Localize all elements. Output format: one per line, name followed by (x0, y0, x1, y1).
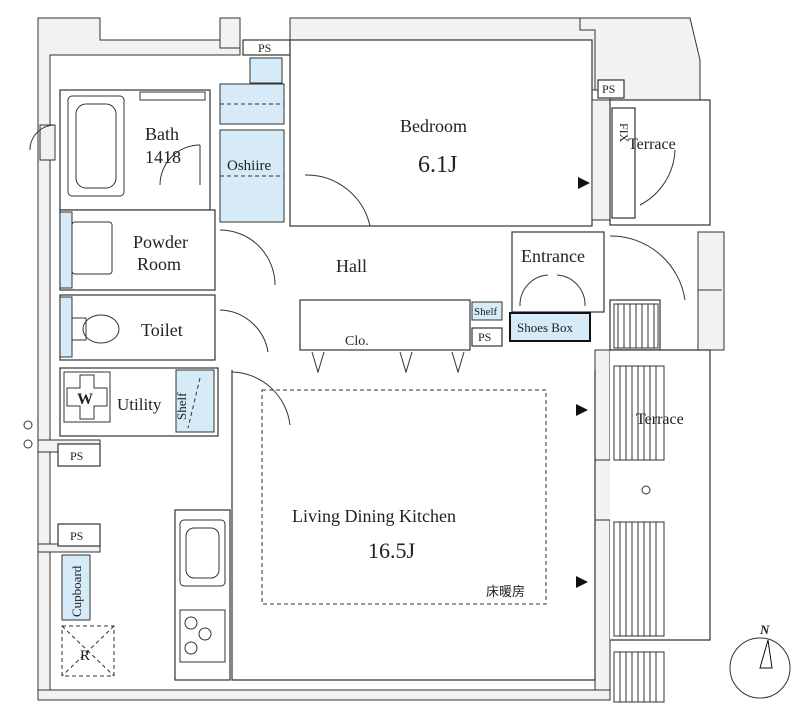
bedroom-size-label: 6.1J (418, 152, 457, 178)
bedroom-label: Bedroom (400, 116, 467, 136)
powder-room: Powder Room (59, 209, 276, 291)
floor-heating-label: 床暖房 (486, 584, 525, 599)
toilet-label: Toilet (141, 320, 183, 340)
ldk-label: Living Dining Kitchen (292, 506, 456, 526)
terrace-deck-top (613, 303, 659, 349)
terrace-deck-steps (613, 651, 665, 703)
utility-room: W Utility Shelf (23, 367, 291, 449)
terrace-right: Terrace (609, 299, 711, 703)
bath-size-label: 1418 (145, 147, 181, 167)
terrace-top: FIX Terrace PS (597, 79, 711, 226)
compass-icon: N (729, 622, 791, 699)
kitchen-counter (174, 509, 231, 681)
terrace-right-label: Terrace (636, 411, 684, 428)
bedroom: Bedroom 6.1J (289, 39, 613, 227)
window-arrow-icon (576, 576, 588, 588)
ps-label-terrace: PS (602, 82, 615, 96)
shelf-hall-label: Shelf (474, 306, 498, 318)
refrigerator-label: R (80, 648, 90, 664)
shoes-box-label: Shoes Box (517, 320, 573, 335)
shelf-utility-label: Shelf (174, 392, 189, 420)
entrance: Entrance Shoes Box (509, 231, 725, 351)
compass-north-label: N (759, 622, 770, 637)
ps-label-top: PS (258, 41, 271, 55)
terrace-deck-mid (613, 365, 665, 461)
cupboard-area: Cupboard R (61, 554, 115, 677)
oshiire-area: PS Oshiire (219, 39, 327, 223)
entrance-label: Entrance (521, 246, 585, 266)
ps-boxes-left: PS PS (57, 443, 101, 547)
window-arrow-icon (578, 177, 590, 189)
hall-label: Hall (336, 256, 367, 276)
closet-label: Clo. (345, 334, 369, 349)
powder-room-label-2: Room (137, 254, 181, 274)
utility-label: Utility (117, 395, 162, 414)
ps-label-left-2: PS (70, 529, 83, 543)
fix-window-label: FIX (617, 123, 631, 143)
terrace-deck-bottom (613, 521, 665, 637)
ldk-size-label: 16.5J (368, 538, 416, 563)
terrace-top-label: Terrace (628, 136, 676, 153)
bath-label: Bath (145, 124, 179, 144)
hall: Hall (336, 256, 367, 276)
powder-room-label-1: Powder (133, 232, 188, 252)
toilet-room: Toilet (59, 294, 269, 361)
cupboard-label: Cupboard (69, 565, 84, 617)
hall-closet: Clo. Shelf PS (299, 299, 503, 374)
oshiire-label: Oshiire (227, 158, 272, 174)
ps-label-hall: PS (478, 330, 491, 344)
bath-room: Bath 1418 (29, 89, 211, 211)
window-arrow-icon (576, 404, 588, 416)
shoes-box (509, 312, 591, 342)
ps-label-left-1: PS (70, 449, 83, 463)
washer-label: W (77, 391, 93, 408)
ldk-room: Living Dining Kitchen 16.5J 床暖房 (261, 389, 588, 605)
